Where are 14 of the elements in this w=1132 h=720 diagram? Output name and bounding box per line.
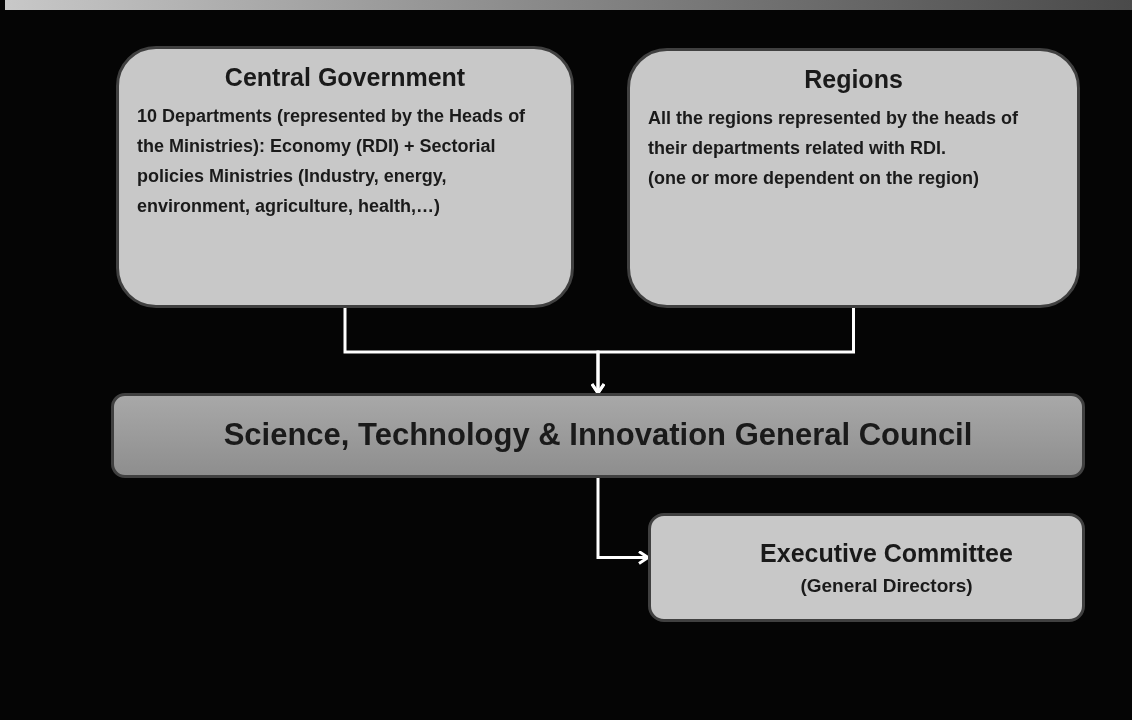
node-title: Executive Committee	[760, 537, 1013, 569]
rounded-box	[648, 513, 1085, 622]
rounded-box	[627, 48, 1080, 308]
node-description: 10 Departments (represented by the Heads of the Ministries): Economy (RDI) + Sectorial policies Ministries (Industry, energy, environment, agriculture, health,…)	[137, 104, 527, 218]
node-description: All the regions represented by the heads of their departments related with RDI.	[648, 106, 1020, 160]
node-description: (one or more dependent on the region)	[648, 166, 979, 190]
node-title: Science, Technology & Innovation General Council	[223, 416, 973, 455]
node-title: Central Government	[224, 62, 466, 93]
connector-arrow	[590, 308, 855, 395]
council-box	[111, 393, 1085, 478]
rounded-box	[116, 46, 574, 308]
node-description: (General Directors)	[800, 574, 973, 598]
connector-arrow	[596, 478, 650, 565]
node-title: Regions	[804, 64, 903, 95]
